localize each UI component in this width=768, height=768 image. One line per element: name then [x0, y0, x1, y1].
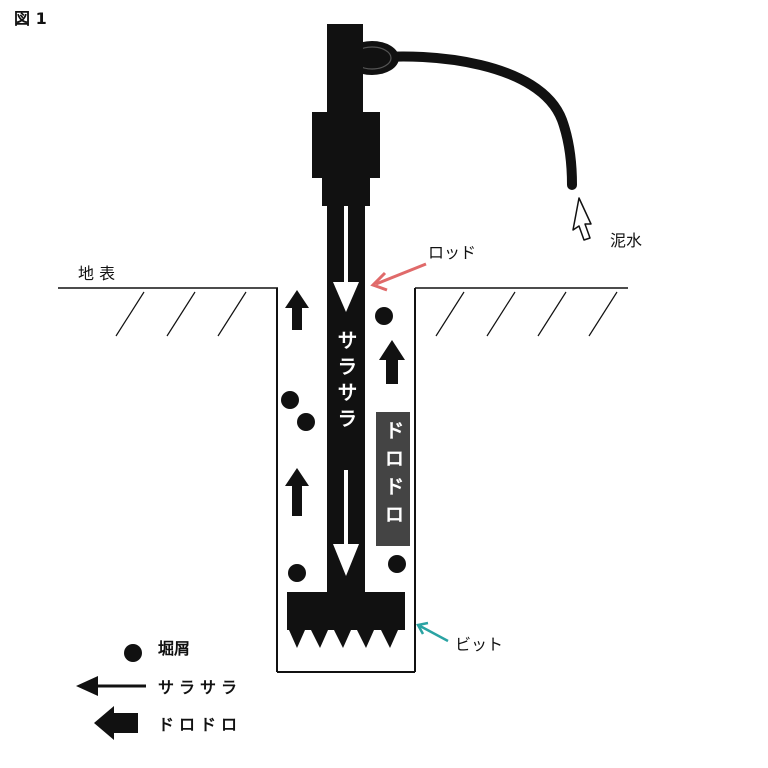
- legend-sarasara-label: サラサラ: [158, 678, 242, 697]
- dot-icon: [281, 391, 299, 409]
- borehole: [276, 288, 416, 673]
- legend-cuttings-label: 堀屑: [158, 639, 190, 658]
- dot-icon: [388, 555, 406, 573]
- rod-flow-arrow-lower: [333, 470, 359, 576]
- swivel-top: [327, 24, 363, 116]
- ground-surface-label: 地 表: [78, 264, 115, 283]
- rod-flow-arrow-upper: [333, 206, 359, 312]
- mud-water-label: 泥水: [610, 231, 642, 250]
- bold-arrow-icon: [285, 290, 309, 330]
- ground-hatching: [115, 291, 618, 337]
- bold-arrow-icon: [94, 706, 138, 740]
- dot-icon: [375, 307, 393, 325]
- mud-hose: [367, 51, 577, 190]
- bold-arrow-icon: [285, 468, 309, 516]
- figure-label: 図 1: [14, 9, 47, 28]
- hollow-arrow-icon: [572, 197, 592, 241]
- dot-icon: [124, 644, 142, 662]
- legend-dorodoro-label: ドロドロ: [158, 715, 242, 734]
- dorodoro-vertical-label: ドロドロ: [376, 420, 410, 532]
- thin-arrow-icon: [76, 676, 146, 696]
- rod-label: ロッド: [428, 243, 476, 262]
- sarasara-text: サラサラ: [334, 330, 358, 434]
- dot-icon: [288, 564, 306, 582]
- dorodoro-text: ドロドロ: [381, 420, 405, 532]
- rod-pointer-arrow: [370, 262, 427, 292]
- bit-pointer-arrow: [416, 621, 449, 643]
- drill-bit: [287, 592, 405, 648]
- dot-icon: [297, 413, 315, 431]
- bold-arrow-icon: [379, 340, 405, 384]
- coupling: [312, 112, 380, 178]
- sarasara-vertical-label: サラサラ: [330, 330, 362, 434]
- dorodoro-box: [376, 412, 410, 546]
- bit-label: ビット: [455, 635, 503, 654]
